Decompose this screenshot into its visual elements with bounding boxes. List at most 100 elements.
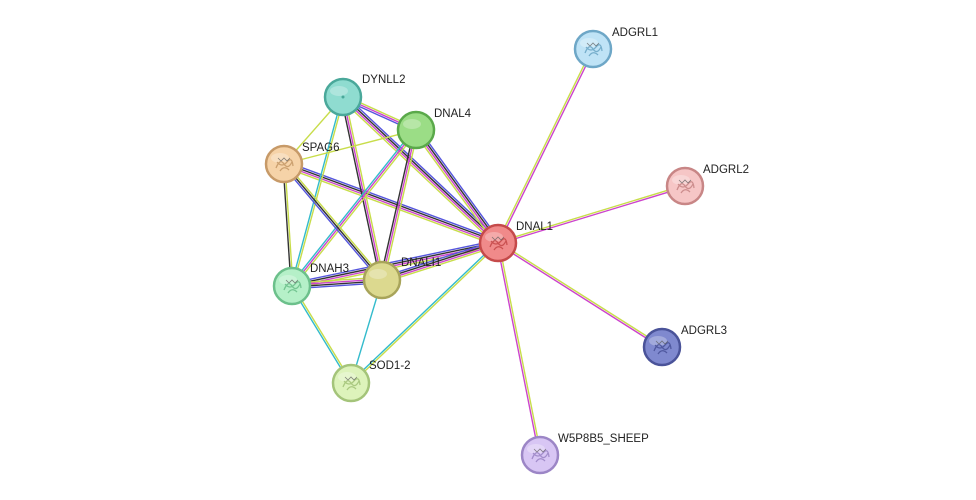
edge-line: [498, 186, 686, 245]
edge-DNAL1-ADGRL3[interactable]: [497, 241, 663, 349]
edge-DNAL1-SOD1-2[interactable]: [349, 241, 500, 385]
edge-line: [291, 241, 498, 286]
edge-line: [382, 243, 499, 282]
protein-structure-icon: [676, 179, 695, 194]
edge-line: [414, 130, 498, 244]
edge-DNAL1-DYNLL2[interactable]: [340, 94, 501, 246]
edge-line: [351, 243, 500, 385]
node-circle: [362, 260, 402, 300]
node-highlight: [580, 38, 598, 48]
edge-line: [284, 162, 384, 280]
edge-line: [417, 127, 501, 242]
edge-line: [284, 163, 294, 286]
edge-line: [380, 239, 498, 278]
node-adgrl3[interactable]: ADGRL3: [642, 325, 727, 367]
edge-line: [290, 96, 343, 286]
edge-line: [381, 241, 498, 280]
edge-line: [497, 184, 685, 243]
edge-layer: [282, 48, 686, 456]
edge-line: [498, 49, 595, 244]
protein-structure-icon: [342, 376, 361, 391]
edge-line: [416, 129, 500, 243]
edge-line: [498, 241, 663, 347]
edge-line: [282, 166, 498, 247]
edge-line: [283, 163, 383, 281]
edge-DNAL1-ADGRL1[interactable]: [496, 48, 595, 244]
edge-DNAL1-DNALI1[interactable]: [380, 239, 500, 284]
edge-DNAL4-SPAG6[interactable]: [283, 129, 417, 165]
node-circle: [396, 110, 436, 150]
edge-line: [340, 97, 381, 281]
node-highlight: [527, 444, 545, 454]
node-label: DNAL1: [516, 221, 553, 233]
edge-line: [289, 128, 416, 286]
edge-line: [383, 130, 419, 281]
node-dnah3[interactable]: DNAH3: [272, 263, 349, 306]
node-highlight: [271, 153, 289, 163]
node-dnali1[interactable]: DNALI1: [362, 257, 441, 300]
node-highlight: [403, 119, 421, 129]
node-w5p8b5_sheep[interactable]: W5P8B5_SHEEP: [520, 433, 649, 475]
node-label: DNALI1: [401, 257, 441, 269]
edge-line: [340, 98, 497, 246]
node-label: DNAH3: [310, 263, 349, 275]
edge-line: [349, 241, 498, 383]
node-dnal1[interactable]: DNAL1: [478, 221, 553, 263]
node-label: ADGRL3: [681, 325, 727, 337]
edge-line: [379, 129, 415, 280]
node-label: SPAG6: [302, 142, 340, 154]
node-highlight: [649, 336, 667, 346]
node-highlight: [338, 372, 356, 382]
edge-line: [344, 94, 501, 242]
node-highlight: [672, 175, 690, 185]
node-dynll2[interactable]: DYNLL2: [323, 74, 405, 117]
edge-line: [381, 129, 417, 281]
edge-line: [343, 95, 500, 243]
dot-icon: [341, 95, 345, 99]
edge-line: [282, 164, 382, 282]
node-highlight: [369, 269, 387, 279]
node-highlight: [279, 275, 297, 285]
edge-DYNLL2-DNALI1[interactable]: [340, 96, 385, 281]
edge-DNAL4-DNALI1[interactable]: [379, 129, 419, 281]
edge-line: [497, 243, 662, 349]
node-label: DNAL4: [434, 108, 472, 120]
node-adgrl1[interactable]: ADGRL1: [573, 27, 658, 69]
protein-structure-icon: [489, 236, 508, 251]
edge-line: [283, 164, 498, 245]
node-label: ADGRL1: [612, 27, 658, 39]
protein-structure-icon: [283, 279, 302, 294]
edge-line: [292, 130, 419, 288]
protein-structure-icon: [653, 340, 672, 355]
node-dnal4[interactable]: DNAL4: [396, 108, 472, 150]
protein-structure-icon: [531, 448, 550, 463]
protein-structure-icon: [584, 42, 603, 57]
edge-line: [344, 96, 385, 280]
protein-structure-icon: [275, 157, 294, 172]
edge-line: [341, 97, 498, 245]
node-highlight: [330, 86, 348, 96]
node-adgrl2[interactable]: ADGRL2: [665, 164, 749, 206]
node-sod1-2[interactable]: SOD1-2: [331, 360, 411, 403]
edge-DNAL1-ADGRL2[interactable]: [497, 184, 686, 245]
edge-line: [292, 97, 345, 287]
edge-DNAL4-DNAH3[interactable]: [289, 128, 419, 288]
edge-line: [291, 239, 498, 284]
edge-DNAL1-W5P8B5_SHEEP[interactable]: [496, 242, 542, 456]
edge-DYNLL2-DNAH3[interactable]: [290, 96, 345, 287]
edge-DNAL1-DNAL4[interactable]: [413, 127, 501, 246]
node-label: ADGRL2: [703, 164, 749, 176]
edge-line: [413, 131, 497, 246]
edge-line: [291, 129, 417, 287]
edge-line: [498, 242, 542, 455]
edge-SPAG6-DNALI1[interactable]: [282, 162, 384, 282]
node-highlight: [485, 232, 503, 242]
node-label: W5P8B5_SHEEP: [558, 433, 649, 445]
node-label: SOD1-2: [369, 360, 411, 372]
node-spag6[interactable]: SPAG6: [264, 142, 340, 184]
edge-SPAG6-DNAH3[interactable]: [282, 163, 294, 287]
edge-line: [283, 129, 417, 165]
